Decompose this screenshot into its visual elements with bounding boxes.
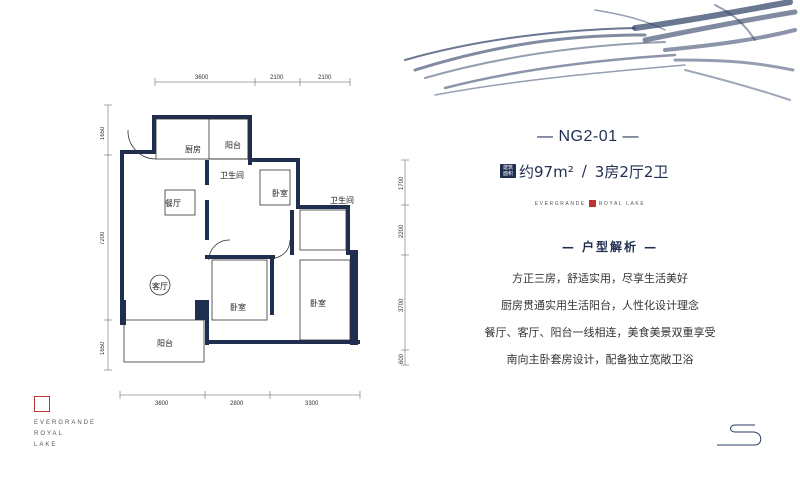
room-balcony-bottom: 阳台 [157, 338, 173, 348]
desc-line-4: 南向主卧套房设计，配备独立宽敞卫浴 [506, 353, 694, 366]
room-bedroom-small: 卧室 [272, 188, 288, 198]
dim-bottom-2: 2800 [230, 401, 244, 407]
area-label-line2: 面积 [502, 171, 513, 177]
brand-right: ROYAL LAKE [598, 200, 646, 207]
room-bedroom-master: 卧室 [310, 298, 326, 308]
room-bedroom-left: 卧室 [230, 302, 246, 312]
section-title: — 户型解析 — [561, 240, 659, 254]
room-bath-2: 卫生间 [330, 195, 354, 205]
dim-bottom-3: 3300 [305, 401, 319, 407]
seal-icon [34, 396, 50, 412]
desc-line-3: 餐厅、客厅、阳台一线相连，美食美景双重享受 [484, 326, 716, 339]
room-kitchen: 厨房 [185, 144, 201, 154]
room-count: 3房2厅2卫 [594, 162, 669, 181]
dim-right-3: 3700 [399, 298, 405, 312]
dim-left-2: 7200 [100, 231, 106, 245]
swirl-decoration-icon [717, 424, 762, 446]
brand-left: EVERGRANDE [534, 200, 586, 207]
room-living: 客厅 [152, 281, 168, 291]
footer-brand-line2: ROYAL [34, 431, 64, 437]
dim-right-2: 2200 [399, 224, 405, 238]
area-label-badge: 建筑 面积 [500, 164, 516, 178]
ink-brush-decoration [404, 0, 798, 101]
area-value: 约97m² [519, 162, 574, 181]
footer-brand: EVERGRANDE ROYAL LAKE [34, 418, 96, 451]
desc-line-2: 厨房贯通实用生活阳台，人性化设计理念 [501, 299, 699, 312]
room-dining: 餐厅 [165, 199, 181, 208]
dim-left-3: 1650 [100, 341, 106, 355]
area-label-line1: 建筑 [502, 165, 513, 171]
dim-right-4: 600 [399, 353, 405, 364]
brand-line: EVERGRANDE ROYAL LAKE [520, 200, 660, 207]
seal-small-icon [588, 200, 596, 207]
dim-top-3: 2100 [318, 75, 332, 81]
dim-left-1: 1650 [100, 126, 106, 140]
dim-bottom-1: 3600 [155, 401, 169, 407]
area-summary: 建筑 面积 约97m² / 3房2厅2卫 [500, 160, 730, 182]
desc-line-1: 方正三房，舒适实用，尽享生活美好 [512, 272, 688, 285]
room-bath-1: 卫生间 [220, 170, 244, 180]
area-separator: / [581, 162, 587, 180]
dim-right-1: 1700 [399, 176, 405, 190]
room-balcony-top: 阳台 [225, 140, 241, 150]
unit-code: — NG2-01 — [537, 128, 639, 145]
dim-top-2: 2100 [270, 75, 284, 81]
footer-brand-line3: LAKE [34, 442, 58, 448]
floor-plan: 3600 2100 2100 3600 2800 3300 1650 7200 … [100, 75, 409, 407]
footer-brand-line1: EVERGRANDE [34, 420, 97, 426]
dim-top-1: 3600 [195, 75, 209, 81]
